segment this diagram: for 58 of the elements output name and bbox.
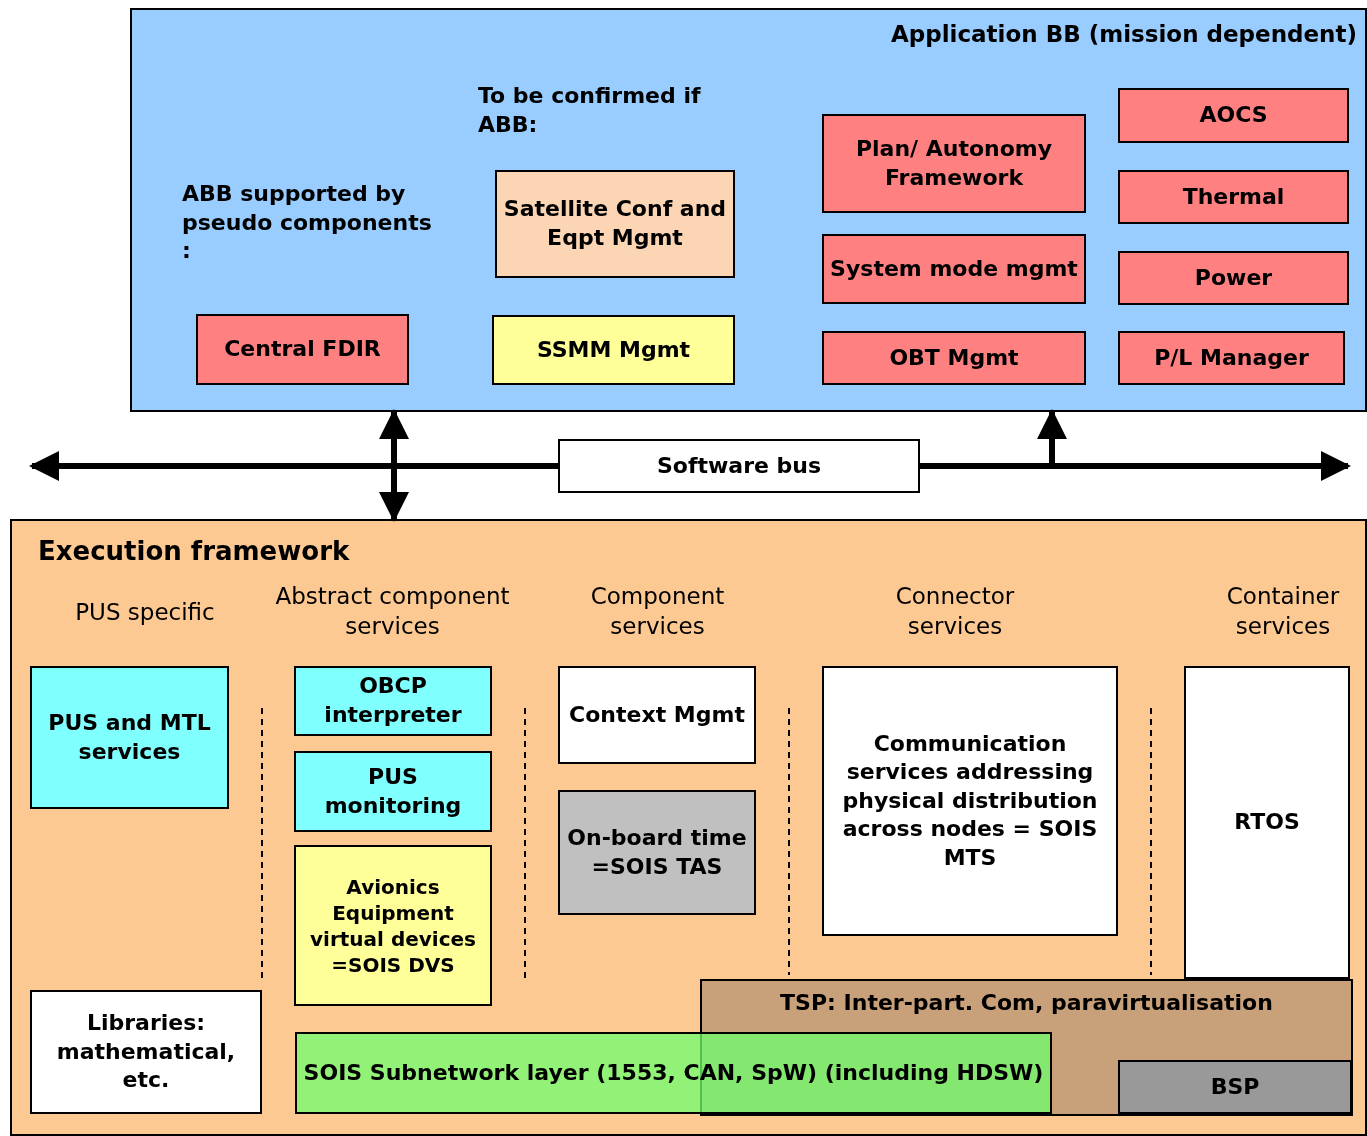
component-box [1184, 666, 1350, 979]
column-heading: Connector services [894, 582, 1016, 641]
box-label: OBT Mgmt [888, 343, 1020, 372]
component-box [1118, 251, 1349, 305]
box-label: RTOS [1233, 808, 1301, 837]
box-label: Communication services addressing physical distribution across nodes = SOIS MTS [841, 729, 1099, 872]
component-box [294, 751, 492, 832]
arrow [29, 451, 558, 481]
component-box [492, 315, 735, 385]
box-label: Plan/ Autonomy Framework [854, 134, 1054, 192]
layer-panel [10, 519, 1367, 1136]
panel-title: Execution framework [37, 535, 351, 568]
column-heading: Container services [1225, 582, 1341, 641]
component-box [558, 666, 756, 764]
box-label: P/L Manager [1153, 343, 1310, 372]
component-box [1118, 1060, 1352, 1114]
component-box [558, 790, 756, 915]
component-box [822, 234, 1086, 304]
panel-title: TSP: Inter-part. Com, paravirtualisation [779, 989, 1274, 1017]
column-heading: Component services [589, 582, 726, 641]
column-heading: PUS specific [74, 598, 216, 627]
component-box [294, 845, 492, 1006]
box-label: Context Mgmt [568, 700, 746, 729]
component-box [295, 1032, 1052, 1114]
box-label: System mode mgmt [829, 254, 1079, 283]
box-label: Power [1193, 263, 1274, 292]
box-label: Thermal [1181, 182, 1286, 211]
note-heading: To be confirmed if ABB: [478, 82, 702, 139]
column-heading: Abstract component services [274, 582, 511, 641]
box-label: PUS monitoring [323, 762, 463, 820]
component-box [1118, 88, 1349, 143]
box-label: Satellite Conf and Eqpt Mgmt [502, 195, 728, 252]
component-box [196, 314, 409, 385]
box-label: SOIS Subnetwork layer (1553, CAN, SpW) (including HDSW) [302, 1058, 1045, 1087]
component-box [1118, 170, 1349, 224]
arrow [920, 451, 1351, 481]
component-box [495, 170, 735, 278]
box-label: AOCS [1198, 101, 1269, 130]
component-box [30, 666, 229, 809]
component-box [30, 990, 262, 1114]
box-label: On-board time =SOIS TAS [566, 823, 748, 881]
box-label: BSP [1209, 1072, 1261, 1101]
box-label: Libraries: mathematical, etc. [55, 1009, 237, 1095]
panel-title: Application BB (mission dependent) [889, 20, 1358, 49]
box-label: Avionics Equipment virtual devices =SOIS DVS [309, 873, 477, 979]
box-label: Software bus [655, 451, 823, 480]
component-box [822, 114, 1086, 213]
component-box [822, 666, 1118, 936]
note-heading: ABB supported by pseudo components : [182, 180, 432, 266]
box-label: OBCP interpreter [323, 672, 463, 729]
component-box [1118, 331, 1345, 385]
component-box [558, 439, 920, 493]
layer-panel [130, 8, 1367, 412]
box-label: Central FDIR [223, 335, 382, 364]
component-box [294, 666, 492, 736]
box-label: PUS and MTL services [47, 708, 212, 766]
component-box [822, 331, 1086, 385]
box-label: SSMM Mgmt [535, 335, 692, 364]
